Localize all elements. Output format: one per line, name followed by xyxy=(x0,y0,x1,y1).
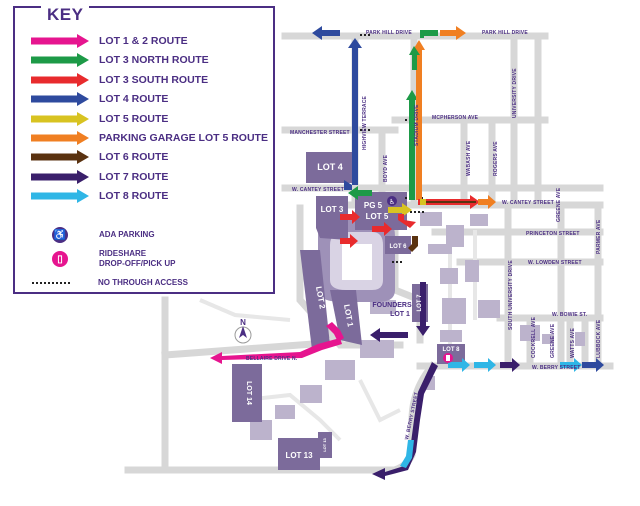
key-route-label: LOT 3 NORTH ROUTE xyxy=(99,54,209,67)
street-watts: WATTS AVE xyxy=(570,327,576,358)
street-boyd: BOYD AVE xyxy=(383,154,389,182)
lot-13-label: LOT 13 xyxy=(285,451,313,460)
street-s-university: SOUTH UNIVERSITY DRIVE xyxy=(508,260,514,330)
street-university: UNIVERSITY DRIVE xyxy=(512,68,518,118)
dotted-line-icon xyxy=(32,282,70,284)
street-wabash: WABASH AVE xyxy=(466,140,472,176)
ada-icon: ♿ xyxy=(387,196,397,206)
route-arrow-icon xyxy=(31,92,89,107)
key-route-label: PARKING GARAGE LOT 5 ROUTE xyxy=(99,132,268,144)
street-highview: HIGHVIEW TERRACE xyxy=(362,96,368,150)
founders-label: FOUNDERS xyxy=(372,302,412,309)
lot-3-label: LOT 3 xyxy=(321,205,344,214)
street-park-hill-2: PARK HILL DRIVE xyxy=(482,30,528,36)
street-w-lowden: W. LOWDEN STREET xyxy=(528,260,582,266)
route-arrow-icon xyxy=(31,72,89,87)
street-w-bowie: W. BOWIE ST. xyxy=(552,312,588,318)
north-compass: N xyxy=(234,318,252,344)
parking-lots xyxy=(232,152,465,470)
map-key: KEY LOT 1 & 2 ROUTE LOT 3 NORTH ROUTE LOT … xyxy=(13,5,275,294)
lot-7-label: LOT 7 xyxy=(417,294,423,312)
street-rogers: ROGERS AVE xyxy=(493,141,499,176)
founders-lot-label: LOT 1 xyxy=(390,311,410,318)
street-lubbock: LUBBOCK AVE xyxy=(596,319,602,358)
key-route-8: LOT 8 ROUTE xyxy=(31,187,168,205)
lot-13b-label: LOT 13 xyxy=(322,437,327,451)
street-greene-1: GREENE AVE xyxy=(556,187,562,222)
svg-text:♿: ♿ xyxy=(389,198,395,206)
key-route-label: LOT 3 SOUTH ROUTE xyxy=(99,73,209,86)
key-route-7: LOT 7 ROUTE xyxy=(31,168,168,186)
street-w-cantey-1: W. CANTEY STREET xyxy=(292,187,344,193)
key-route-0: LOT 1 & 2 ROUTE xyxy=(31,32,188,50)
street-manchester: MANCHESTER STREET xyxy=(290,130,350,136)
street-w-cantey-2: W. CANTEY STREET xyxy=(502,200,554,206)
key-ada-label: ADA PARKING xyxy=(99,230,155,239)
key-no-through: NO THROUGH ACCESS xyxy=(31,274,188,292)
rideshare-icon xyxy=(443,353,453,363)
key-ada: ♿ ADA PARKING xyxy=(31,226,155,244)
key-route-label: LOT 7 ROUTE xyxy=(99,170,169,183)
route-arrow-icon xyxy=(31,111,89,126)
route-arrow-icon xyxy=(31,169,89,184)
street-bellaire: BELLAIRE DRIVE N. xyxy=(246,356,298,362)
key-rideshare-line-1: RIDESHARE xyxy=(99,249,147,258)
key-rideshare-label: RIDESHARE DROP-OFF/PICK UP xyxy=(99,249,175,269)
ada-icon: ♿ xyxy=(52,227,68,243)
key-no-through-label: NO THROUGH ACCESS xyxy=(98,278,188,287)
key-title: KEY xyxy=(41,5,90,25)
key-route-3: LOT 4 ROUTE xyxy=(31,90,168,108)
campus-buildings xyxy=(250,212,585,440)
street-park-hill-1: PARK HILL DRIVE xyxy=(366,30,412,36)
pg-5-label: PG 5 xyxy=(364,201,383,210)
lot-6-label: LOT 6 xyxy=(389,244,407,250)
lot-1-label: LOT 1 xyxy=(342,304,355,328)
key-route-label: LOT 8 ROUTE xyxy=(99,190,169,203)
lot-8-label: LOT 8 xyxy=(442,347,460,353)
key-route-4: LOT 5 ROUTE xyxy=(31,110,168,128)
street-stadium: STADIUM DRIVE xyxy=(414,104,420,146)
key-route-2: LOT 3 SOUTH ROUTE xyxy=(31,71,208,89)
route-arrow-icon xyxy=(31,53,89,68)
key-route-label: LOT 6 ROUTE xyxy=(99,151,169,164)
street-greene-2: GREENE AVE xyxy=(550,323,556,358)
key-rideshare: ▯ RIDESHARE DROP-OFF/PICK UP xyxy=(31,248,175,270)
lot-5-label: LOT 5 xyxy=(366,212,389,221)
route-arrow-icon xyxy=(31,150,89,165)
key-rideshare-line-2: DROP-OFF/PICK UP xyxy=(99,259,176,268)
key-route-6: LOT 6 ROUTE xyxy=(31,148,168,166)
north-label: N xyxy=(240,318,246,327)
route-arrow-icon xyxy=(31,189,89,204)
street-princeton: PRINCETON STREET xyxy=(526,231,580,237)
street-cockrell: COCKRELL AVE xyxy=(531,316,537,358)
key-route-5: PARKING GARAGE LOT 5 ROUTE xyxy=(31,129,268,147)
key-route-label: LOT 1 & 2 ROUTE xyxy=(99,35,188,47)
lot-14-label: LOT 14 xyxy=(245,381,252,405)
key-route-label: LOT 4 ROUTE xyxy=(99,93,169,106)
key-route-label: LOT 5 ROUTE xyxy=(99,112,169,125)
lot-4-label: LOT 4 xyxy=(317,162,343,172)
street-parmer: PARMER AVE xyxy=(596,219,602,254)
route-arrows xyxy=(210,26,604,480)
lot-2-label: LOT 2 xyxy=(314,286,327,310)
street-mcpherson: MCPHERSON AVE xyxy=(432,115,479,121)
route-arrow-icon xyxy=(31,34,89,48)
key-route-1: LOT 3 NORTH ROUTE xyxy=(31,51,209,69)
route-arrow-icon xyxy=(31,131,89,145)
street-w-berry-1: W. BERRY STREET xyxy=(532,365,581,371)
rideshare-icon: ▯ xyxy=(52,251,68,267)
